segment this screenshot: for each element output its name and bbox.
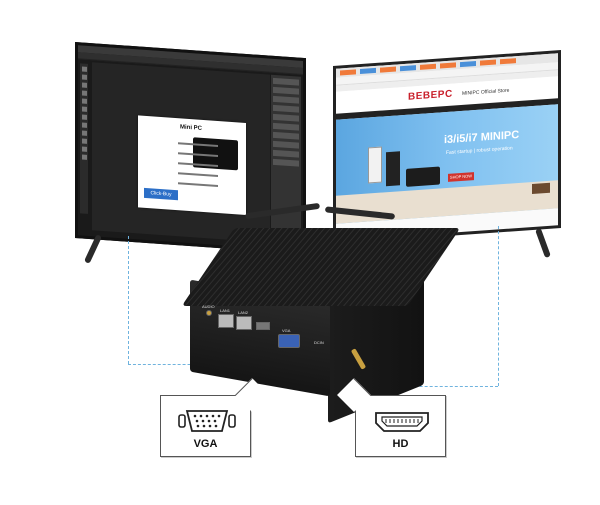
vga-label: VGA [193,438,218,450]
lan2-port [236,316,252,330]
editor-canvas: Mini PC Click-Buy [92,62,270,243]
document-title: Mini PC [180,124,202,132]
lan2-port-label: LAN2 [238,310,249,315]
right-monitor-leg [535,227,551,259]
banner-title: i3/i5/i7 MINIPC [444,128,520,147]
banner-product-black [386,151,400,187]
store-name: MINIPC Official Store [462,87,510,97]
vga-connector-icon [178,410,236,432]
lan1-port-label: LAN1 [220,308,231,313]
editor-side-panels [271,74,301,245]
vga-callout: VGA [160,378,269,457]
hdmi-connector-icon [375,412,429,432]
hd-callout: HD [337,378,446,457]
left-monitor: Mini PC Click-Buy [75,42,306,255]
vga-port-label: VGA [282,328,291,333]
banner-subtitle: Fast startup | robust operation [446,145,513,157]
audio-port [206,310,212,316]
dcin-port-label: DCIN [314,340,324,345]
hd-label: HD [392,438,409,450]
store-logo: BEBEPC [408,88,453,103]
banner-books [532,182,550,195]
store-banner: i3/i5/i7 MINIPC Fast startup | robust op… [336,104,558,224]
lan1-port [218,314,234,328]
banner-product-white [368,146,382,184]
minipc-device: AUDIO LAN1 LAN2 VGA DCIN [181,228,461,424]
vga-connection-line [128,236,129,364]
hd-connection-line [498,226,499,386]
banner-product-minipc [406,166,440,187]
document-badge: Click-Buy [144,187,178,201]
audio-port-label: AUDIO [202,304,215,309]
vga-port [278,334,300,348]
hdmi-port [256,322,270,330]
editor-toolbar [80,63,88,214]
shop-now-button: SHOP NOW [448,172,474,182]
product-document: Mini PC Click-Buy [138,115,246,215]
